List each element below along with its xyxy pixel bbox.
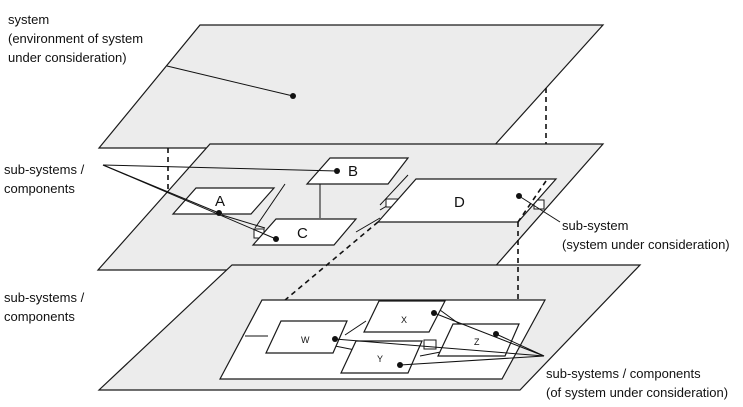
leader-bottom-to-w — [334, 338, 545, 357]
component-c-label: C — [297, 225, 308, 242]
dashed-connector-left-bottom — [240, 221, 379, 338]
component-x-box — [363, 300, 446, 333]
component-w-label: W — [301, 335, 310, 345]
component-a-label: A — [215, 193, 225, 210]
leader-dot-z — [493, 331, 499, 337]
leader-dot-d — [516, 193, 522, 199]
connector-x-z — [439, 309, 463, 327]
connector-a-c — [221, 214, 266, 229]
small-block-bottom-1 — [423, 339, 437, 350]
component-w-box — [265, 320, 348, 354]
leader-bottom-to-x — [433, 312, 545, 357]
connector-c-d-bottom — [355, 217, 381, 233]
leader-dot-c — [273, 236, 279, 242]
connector-b-d — [379, 174, 409, 206]
leader-dot-system — [290, 93, 296, 99]
label-system: system (environment of system under cons… — [8, 12, 147, 65]
leader-dot-y — [397, 362, 403, 368]
label-subsystems-bottom-left: sub-systems / components — [4, 290, 88, 324]
component-b-label: B — [348, 163, 358, 180]
leader-dot-x — [431, 310, 437, 316]
connector-w-x — [344, 320, 367, 336]
leader-bottom-to-y — [399, 355, 545, 366]
leader-dot-b — [334, 168, 340, 174]
leader-subsystems-top-to-b — [102, 164, 338, 172]
leader-subsystem-d — [518, 195, 561, 223]
leader-dot-w — [332, 336, 338, 342]
component-y-label: Y — [377, 354, 383, 364]
label-subsystems-top: sub-systems / components — [4, 162, 88, 196]
label-subsystems-bottom-right: sub-systems / components (of system unde… — [546, 366, 728, 400]
subsystem-inner-box — [219, 299, 547, 380]
leader-bottom-to-z — [495, 333, 545, 357]
component-a-box — [171, 187, 276, 215]
component-d-label: D — [454, 194, 465, 211]
leader-dot-a — [216, 210, 222, 216]
leader-system — [166, 65, 294, 97]
component-b-box — [305, 157, 410, 185]
component-z-box — [437, 323, 520, 357]
label-subsystem-right: sub-system (system under consideration) — [562, 218, 730, 252]
component-z-label: Z — [474, 337, 480, 347]
component-x-label: X — [401, 315, 407, 325]
system-plane — [97, 24, 605, 149]
leader-subsystems-top-to-c — [102, 164, 277, 240]
connector-b-c-left — [254, 183, 286, 229]
